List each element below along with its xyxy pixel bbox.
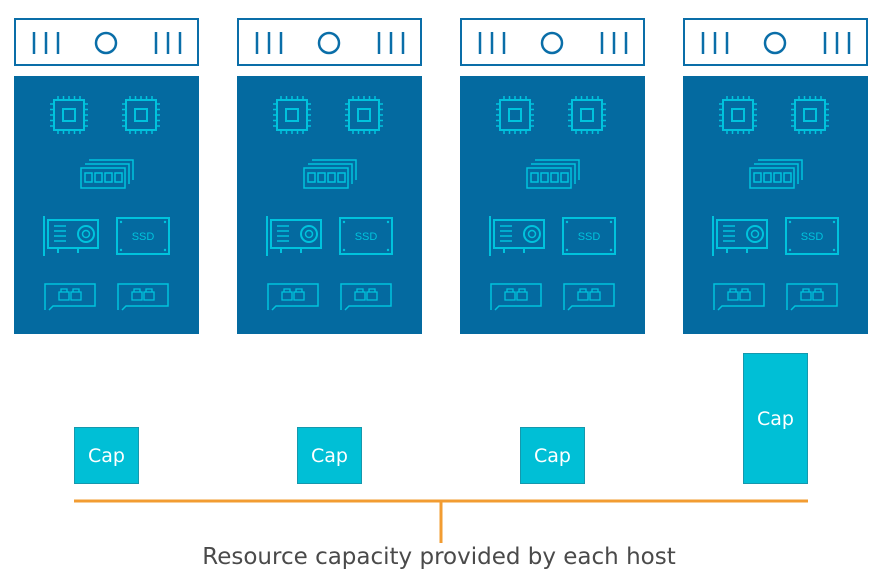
- host-server: SSD: [237, 18, 422, 334]
- gpu-icon: [712, 216, 768, 256]
- host-components-panel: SSD: [237, 76, 422, 334]
- network-card-icon: [117, 283, 169, 311]
- host-server: SSD: [683, 18, 868, 334]
- cpu-icon: [719, 96, 757, 134]
- memory-icon: [526, 159, 580, 189]
- ssd-label: SSD: [578, 231, 601, 243]
- server-front-panel: [237, 18, 422, 66]
- network-card-icon: [490, 283, 542, 311]
- server-front-panel: [14, 18, 199, 66]
- capacity-block: Cap: [74, 427, 139, 484]
- ssd-label: SSD: [355, 231, 378, 243]
- cpu-icon: [273, 96, 311, 134]
- server-panel-icon: [701, 31, 851, 55]
- memory-icon: [80, 159, 134, 189]
- host-components-icons: SSD: [712, 96, 839, 311]
- server-panel-icon: [255, 31, 405, 55]
- host-components-panel: SSD: [14, 76, 199, 334]
- gpu-icon: [266, 216, 322, 256]
- capacity-block: Cap: [520, 427, 585, 484]
- server-front-panel: [683, 18, 868, 66]
- cpu-icon: [50, 96, 88, 134]
- cpu-icon: [568, 96, 606, 134]
- host-server: SSD: [460, 18, 645, 334]
- network-card-icon: [563, 283, 615, 311]
- host-components-icons: SSD: [43, 96, 170, 311]
- server-panel-icon: [32, 31, 182, 55]
- gpu-icon: [43, 216, 99, 256]
- cpu-icon: [496, 96, 534, 134]
- ssd-label: SSD: [132, 231, 155, 243]
- network-card-icon: [340, 283, 392, 311]
- host-components-icons: SSD: [489, 96, 616, 311]
- server-panel-icon: [478, 31, 628, 55]
- host-components-panel: SSD: [683, 76, 868, 334]
- cpu-icon: [791, 96, 829, 134]
- ssd-label: SSD: [801, 231, 824, 243]
- host-server: SSD: [14, 18, 199, 334]
- memory-icon: [749, 159, 803, 189]
- host-components-icons: SSD: [266, 96, 393, 311]
- cpu-icon: [345, 96, 383, 134]
- network-card-icon: [44, 283, 96, 311]
- network-card-icon: [786, 283, 838, 311]
- capacity-block: Cap: [743, 353, 808, 484]
- memory-icon: [303, 159, 357, 189]
- network-card-icon: [713, 283, 765, 311]
- cpu-icon: [122, 96, 160, 134]
- gpu-icon: [489, 216, 545, 256]
- host-components-panel: SSD: [460, 76, 645, 334]
- ssd-icon: SSD: [339, 217, 393, 255]
- ssd-icon: SSD: [785, 217, 839, 255]
- server-front-panel: [460, 18, 645, 66]
- ssd-icon: SSD: [116, 217, 170, 255]
- capacity-block: Cap: [297, 427, 362, 484]
- ssd-icon: SSD: [562, 217, 616, 255]
- network-card-icon: [267, 283, 319, 311]
- diagram-caption: Resource capacity provided by each host: [202, 544, 676, 570]
